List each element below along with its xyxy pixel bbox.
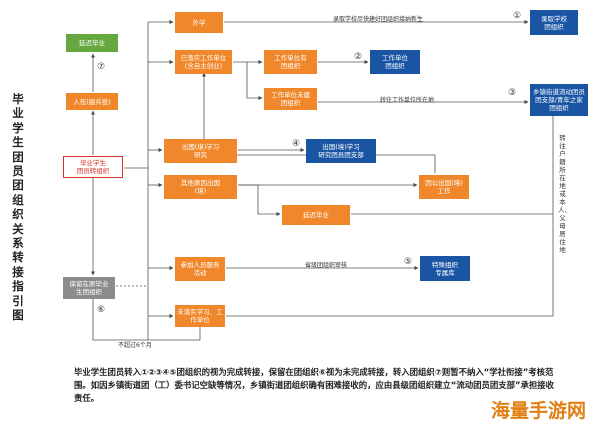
box-teshu: 特殊组织 专属库 [420, 256, 470, 281]
box-yingong-chuguo: 因公出国(境) 工作 [419, 175, 469, 199]
box-start: 毕业学生 团员转组织 [63, 156, 123, 178]
box-qita-chuguo: 其他原因出国 (境) [164, 175, 237, 199]
box-gongzuo-tuanzuzhi: 工作单位 团组织 [370, 50, 420, 74]
box-yanchi-biye: 延迟毕业 [282, 205, 350, 225]
marker-5: ⑤ [404, 257, 413, 267]
box-canjia-zhiyuan: 参加人员服务 活动 [175, 257, 225, 281]
box-yiluoshi: 已落实工作单位 (含自主创业) [175, 50, 232, 74]
marker-3: ③ [508, 88, 517, 98]
box-baoliu: 保留在原毕业 生团组织 [63, 277, 115, 299]
label-zhuanwang-gongzuo: 转往工作单位所在地 [380, 97, 435, 104]
watermark-logo: 海量手游网 [490, 400, 586, 422]
box-ruwu: 入伍(服兵役) [66, 93, 118, 110]
box-gongzuo-wei: 工作单位未建 团组织 [264, 88, 317, 110]
marker-4: ④ [292, 139, 301, 149]
box-chuguo-xuexi: 出国(境)学习 研究 [164, 139, 237, 163]
marker-2: ② [354, 52, 363, 62]
marker-6: ⑥ [97, 305, 106, 315]
footnote: 毕业学生团员转入①②③④⑤团组织的视为完成转接，保留在团组织⑥视为未完成转接，转… [74, 367, 555, 403]
box-gongzuo-you: 工作单位有 团组织 [264, 50, 317, 74]
right-vertical-label: 转往户籍所在地或本人、父母居住地 [558, 134, 571, 254]
box-waixue: 外学 [175, 12, 223, 33]
diagram-title: 毕业学生团员团组织关系转接指引图 [12, 92, 24, 323]
marker-7: ⑦ [97, 62, 106, 72]
label-luqu: 录取学校尽快建好团组织接纳新生 [333, 16, 424, 23]
label-shengji-shenhe: 省级团组织审核 [305, 262, 348, 269]
box-dengji-biye: 延迟毕业 [66, 34, 118, 52]
label-buchaoguo: 不超过6个月 [118, 342, 152, 349]
box-weiluoshi: 未落实学习、工 作单位 [175, 305, 225, 327]
box-luqu-xuexiao: 录取学校 团组织 [530, 10, 578, 35]
box-chuguo-tuanzhibu: 出国(境)学习 研究团员团支部 [306, 139, 376, 163]
box-xiangzhen: 乡镇街道流动团员 团支部/青年之家 团组织 [530, 84, 588, 116]
marker-1: ① [513, 11, 522, 21]
